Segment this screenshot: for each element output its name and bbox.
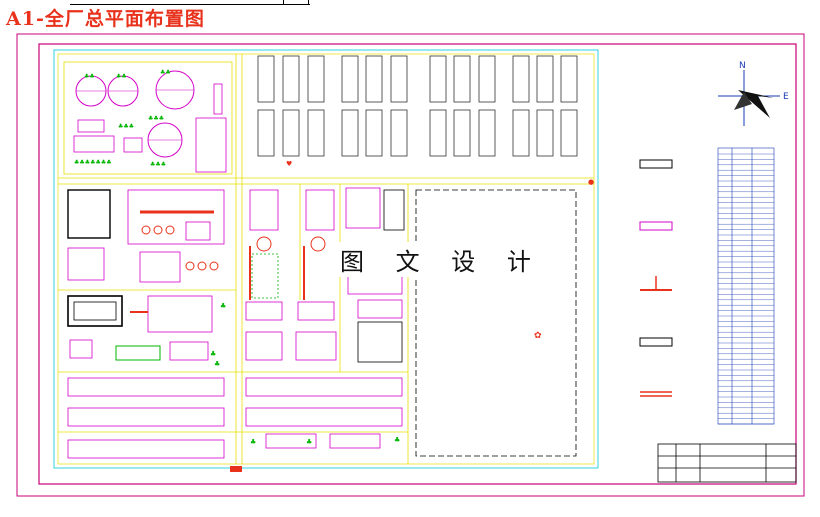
svg-text:♣♣♣: ♣♣♣ [150,161,166,168]
drawing-title: A1-全厂总平面布置图 [6,8,205,30]
svg-text:♣: ♣ [210,350,216,358]
trees-south: ♣ ♣ ♣ ♣ ♣ ♣ [210,302,400,446]
open-yard [415,189,577,457]
svg-text:♣: ♣ [220,302,226,310]
trees-north: ♣♣ ♣♣ ♣♣ ♣♣♣ ♣♣♣ ♣♣♣♣♣♣♣ ♣♣♣ [74,69,171,168]
svg-text:♣♣: ♣♣ [84,73,95,80]
svg-text:♣: ♣ [214,360,220,368]
process-area [67,189,225,361]
svg-text:♣: ♣ [250,438,256,446]
site-boundary [53,49,599,469]
legend [639,159,673,397]
gate-north: ♥ [286,160,292,168]
yard-marker: ✿ [534,331,542,341]
tank-area [63,61,233,175]
warehouse-blocks [257,55,578,157]
top-edge-tab [283,0,309,5]
watermark-text: 图 文 设 计 [338,242,545,277]
schedule-table [717,147,775,425]
svg-text:♣♣♣: ♣♣♣ [148,115,164,122]
long-buildings [67,377,403,459]
svg-text:♣: ♣ [306,438,312,446]
road-network [58,54,594,464]
svg-text:♣♣: ♣♣ [116,73,127,80]
gate-east: ● [588,178,594,186]
svg-text:♣: ♣ [394,436,400,444]
title-block [657,443,797,483]
outer-frame [16,33,805,497]
svg-text:♣♣♣: ♣♣♣ [118,123,134,130]
perimeter-road [57,53,595,465]
svg-text:♣♣♣♣♣♣♣: ♣♣♣♣♣♣♣ [74,159,112,166]
top-edge-line [70,0,310,5]
inner-frame [38,43,797,485]
north-arrow [718,70,780,126]
gate-south [230,466,242,472]
schedule-rows [718,153,774,425]
svg-text:♣♣: ♣♣ [160,69,171,76]
